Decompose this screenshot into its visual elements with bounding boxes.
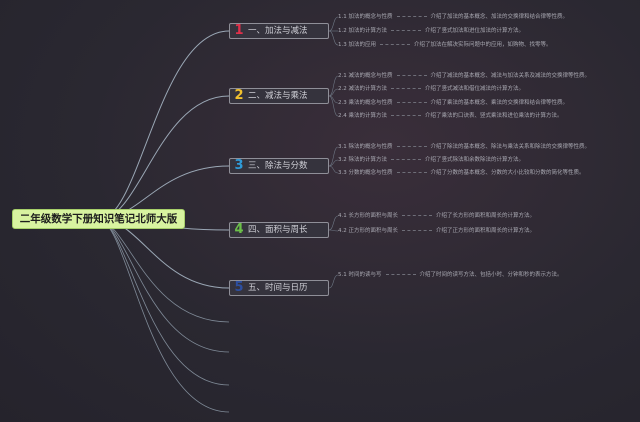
branch-node-2[interactable]: 2 二、减法与乘法 — [229, 88, 329, 104]
leaf-connector — [396, 146, 427, 147]
leaf-label: 2.1 减法的概念与性质 — [338, 73, 393, 79]
leaf-item[interactable]: 4.2 正方形的面积与周长 介绍了正方形的面积和周长的计算方法。 — [338, 228, 535, 235]
branch-node-1[interactable]: 1 一、加法与减法 — [229, 23, 329, 39]
branch-node-4[interactable]: 4 四、面积与周长 — [229, 222, 329, 238]
leaf-connector — [402, 215, 432, 216]
leaf-description: 介绍了分数的基本概念、分数的大小比较和分数的简化等性质。 — [430, 170, 585, 176]
branch-number: 4 — [234, 222, 244, 237]
leaf-connector — [391, 30, 421, 31]
leaf-item[interactable]: 2.4 乘法的计算方法 介绍了乘法的口诀表、竖式乘法和进位乘法的计算方法。 — [338, 113, 563, 120]
leaf-connector — [402, 230, 432, 231]
leaf-item[interactable]: 5.1 时间的读与写 介绍了时间的读写方法、包括小时、分钟和秒的表示方法。 — [338, 272, 563, 279]
leaf-connector — [396, 16, 427, 17]
connector-line — [328, 88, 339, 97]
leaf-item[interactable]: 1.3 加法的应用 介绍了加法在解决实际问题中的应用，如购物、找零等。 — [338, 42, 552, 49]
leaf-item[interactable]: 2.2 减法的计算方法 介绍了竖式减法和借位减法的计算方法。 — [338, 86, 524, 93]
leaf-label: 3.1 除法的概念与性质 — [338, 144, 393, 150]
leaf-description: 介绍了乘法的口诀表、竖式乘法和进位乘法的计算方法。 — [425, 113, 563, 119]
connector-line — [328, 159, 339, 167]
connector-line — [99, 218, 230, 413]
branch-title: 四、面积与周长 — [248, 225, 308, 235]
branch-number: 2 — [234, 88, 244, 103]
branch-title: 二、减法与乘法 — [248, 91, 308, 101]
leaf-description: 介绍了竖式减法和借位减法的计算方法。 — [425, 86, 525, 92]
leaf-connector — [391, 115, 421, 116]
leaf-description: 介绍了除法的基本概念、除法与乘法关系和除法的交换律等性质。 — [430, 144, 591, 150]
leaf-label: 1.1 加法的概念与性质 — [338, 14, 393, 20]
leaf-description: 介绍了时间的读写方法、包括小时、分钟和秒的表示方法。 — [419, 272, 563, 278]
leaf-description: 介绍了加法的基本概念、加法的交换律和结合律等性质。 — [430, 14, 569, 20]
connector-line — [328, 75, 339, 97]
connector-line — [328, 215, 339, 231]
connector-line — [328, 30, 339, 46]
connector-line — [328, 16, 339, 32]
leaf-connector — [385, 274, 416, 275]
connector-line — [328, 146, 339, 167]
branch-title: 三、除法与分数 — [248, 161, 308, 171]
leaf-description: 介绍了加法在解决实际问题中的应用，如购物、找零等。 — [414, 42, 552, 48]
connector-line — [99, 218, 230, 353]
connector-line — [328, 165, 339, 174]
branch-title: 一、加法与减法 — [248, 26, 308, 36]
leaf-connector — [396, 172, 427, 173]
leaf-connector — [396, 102, 427, 103]
leaf-label: 5.1 时间的读与写 — [338, 272, 382, 278]
leaf-connector — [391, 159, 421, 160]
root-node[interactable]: 二年级数学下册知识笔记北师大版 — [12, 209, 185, 229]
leaf-item[interactable]: 1.2 加法的计算方法 介绍了竖式加法和进位加法的计算方法。 — [338, 28, 524, 35]
leaf-label: 2.2 减法的计算方法 — [338, 86, 387, 92]
leaf-item[interactable]: 3.2 除法的计算方法 介绍了竖式除法和余数除法的计算方法。 — [338, 157, 524, 164]
leaf-label: 1.3 加法的应用 — [338, 42, 376, 48]
branch-number: 5 — [234, 280, 244, 295]
leaf-label: 3.2 除法的计算方法 — [338, 157, 387, 163]
leaf-connector — [380, 44, 410, 45]
leaf-description: 介绍了长方形的面积和周长的计算方法。 — [436, 213, 536, 219]
connector-line — [99, 95, 230, 220]
connector-line — [328, 274, 339, 289]
branch-number: 3 — [234, 158, 244, 173]
leaf-label: 4.2 正方形的面积与周长 — [338, 228, 398, 234]
leaf-item[interactable]: 1.1 加法的概念与性质 介绍了加法的基本概念、加法的交换律和结合律等性质。 — [338, 14, 568, 21]
branch-number: 1 — [234, 23, 244, 38]
connector-line — [99, 218, 230, 323]
branch-node-5[interactable]: 5 五、时间与日历 — [229, 280, 329, 296]
leaf-description: 介绍了竖式加法和进位加法的计算方法。 — [425, 28, 525, 34]
connector-line — [328, 229, 339, 232]
branch-title: 五、时间与日历 — [248, 283, 308, 293]
leaf-item[interactable]: 4.1 长方形的面积与周长 介绍了长方形的面积和周长的计算方法。 — [338, 213, 535, 220]
leaf-connector — [391, 88, 421, 89]
leaf-description: 介绍了竖式除法和余数除法的计算方法。 — [425, 157, 525, 163]
leaf-label: 1.2 加法的计算方法 — [338, 28, 387, 34]
leaf-item[interactable]: 2.3 乘法的概念与性质 介绍了乘法的基本概念、乘法的交换律和结合律等性质。 — [338, 100, 568, 107]
leaf-label: 4.1 长方形的面积与周长 — [338, 213, 398, 219]
connector-line — [328, 95, 339, 117]
leaf-description: 介绍了减法的基本概念、减法与加法关系及减法的交换律等性质。 — [430, 73, 591, 79]
branch-node-3[interactable]: 3 三、除法与分数 — [229, 158, 329, 174]
leaf-description: 介绍了正方形的面积和周长的计算方法。 — [436, 228, 536, 234]
leaf-description: 介绍了乘法的基本概念、乘法的交换律和结合律等性质。 — [430, 100, 569, 106]
leaf-label: 2.3 乘法的概念与性质 — [338, 100, 393, 106]
leaf-label: 3.3 分数的概念与性质 — [338, 170, 393, 176]
leaf-item[interactable]: 3.3 分数的概念与性质 介绍了分数的基本概念、分数的大小比较和分数的简化等性质。 — [338, 170, 585, 177]
leaf-item[interactable]: 3.1 除法的概念与性质 介绍了除法的基本概念、除法与乘法关系和除法的交换律等性质… — [338, 144, 590, 151]
leaf-connector — [396, 75, 427, 76]
leaf-label: 2.4 乘法的计算方法 — [338, 113, 387, 119]
leaf-item[interactable]: 2.1 减法的概念与性质 介绍了减法的基本概念、减法与加法关系及减法的交换律等性质… — [338, 73, 590, 80]
connector-line — [99, 30, 230, 220]
connector-line — [99, 218, 230, 386]
